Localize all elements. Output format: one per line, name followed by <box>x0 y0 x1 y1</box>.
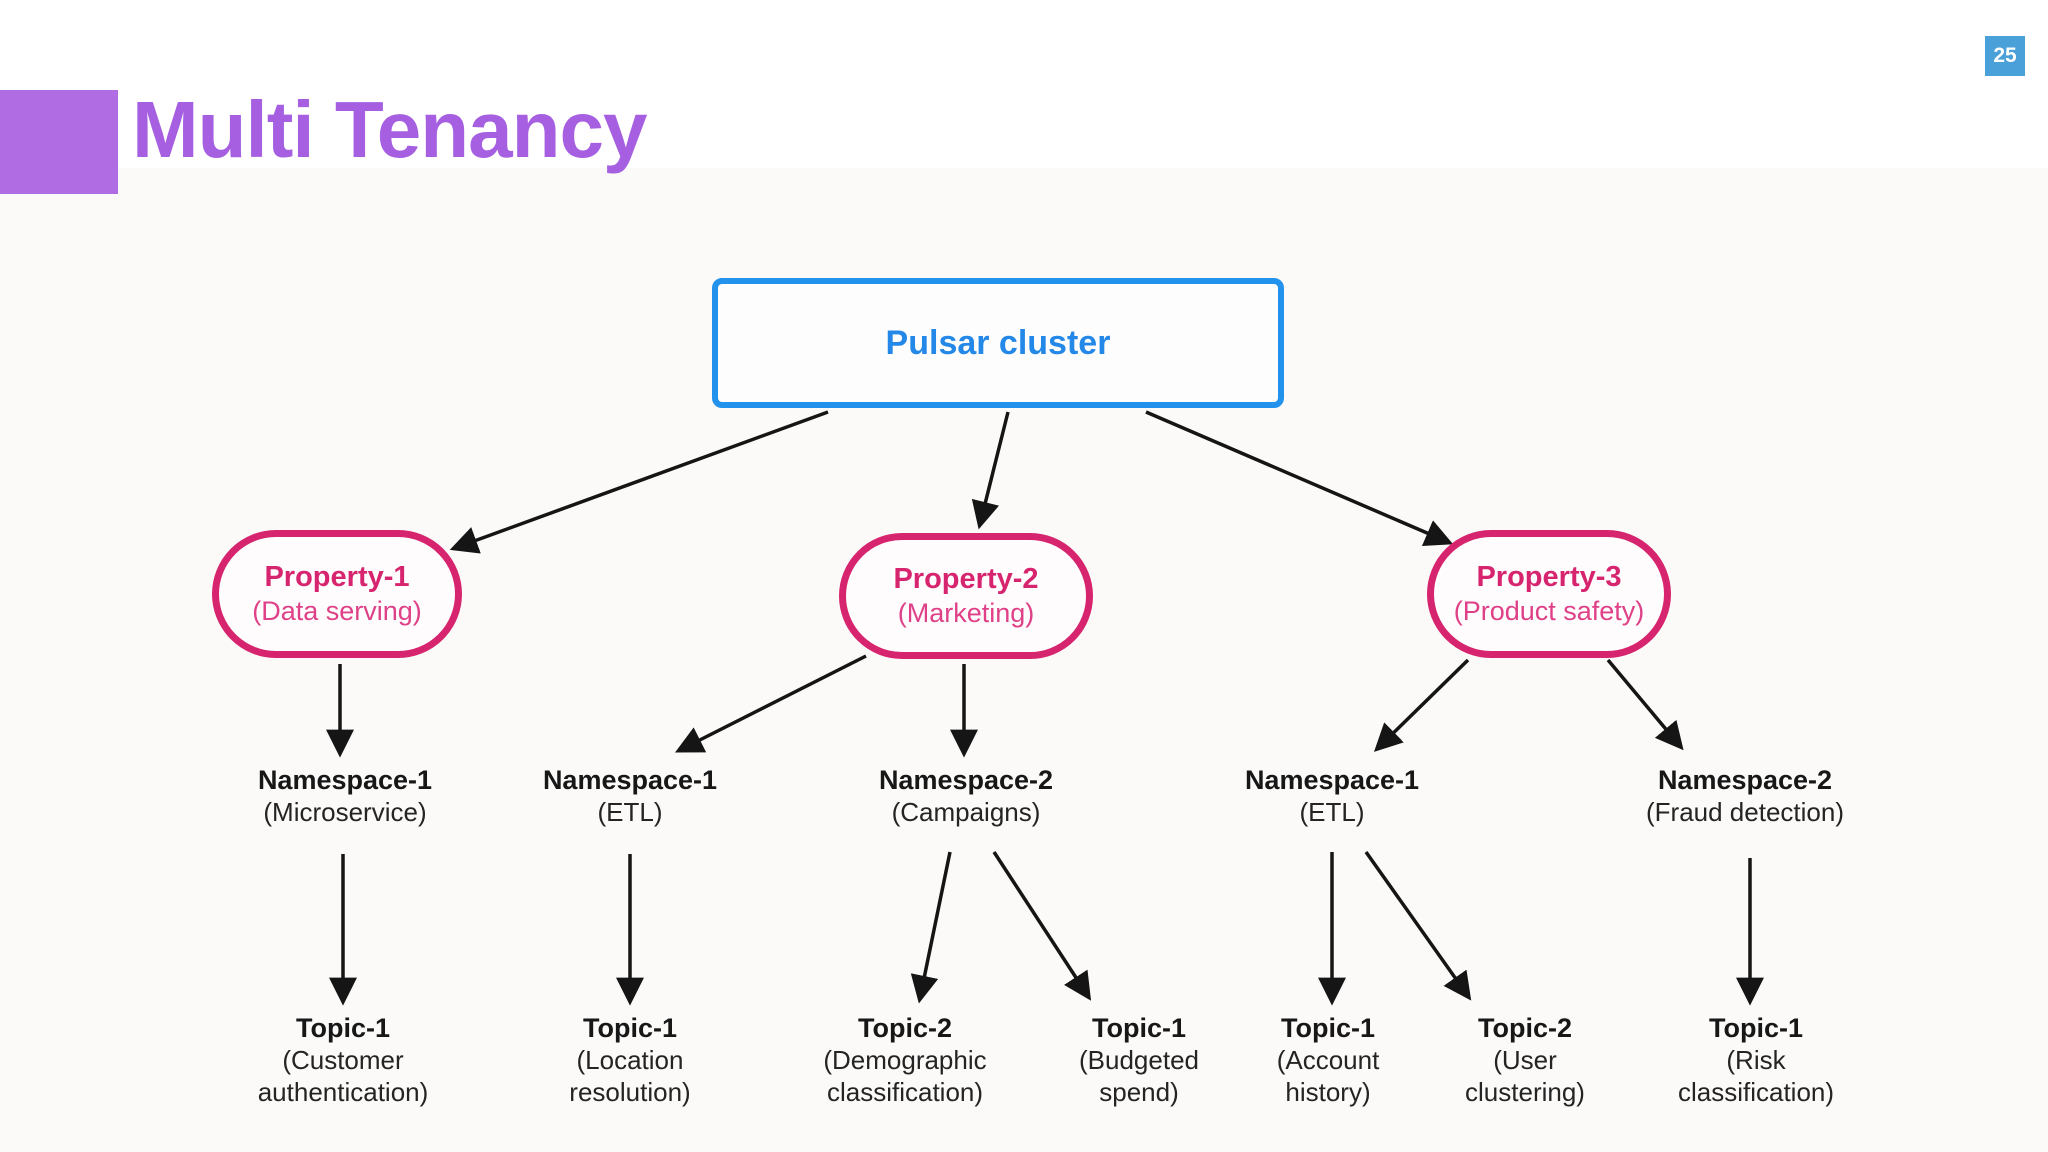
topic-budgeted-spend-node: Topic-1 (Budgeted spend) <box>1059 1012 1219 1108</box>
topic-subtitle: (Customer authentication) <box>257 1044 429 1107</box>
namespace-subtitle: (Fraud detection) <box>1646 796 1844 827</box>
topic-customer-auth-node: Topic-1 (Customer authentication) <box>238 1012 448 1108</box>
topic-title: Topic-1 <box>583 1013 677 1043</box>
namespace-title: Namespace-1 <box>257 765 433 795</box>
topic-subtitle: (Budgeted spend) <box>1079 1044 1199 1107</box>
namespace-fraud-node: Namespace-2 (Fraud detection) <box>1615 764 1875 829</box>
topic-subtitle: (Location resolution) <box>569 1044 691 1107</box>
namespace-etl-1-node: Namespace-1 (ETL) <box>510 764 750 829</box>
topic-user-clustering-node: Topic-2 (User clustering) <box>1445 1012 1605 1108</box>
topic-title: Topic-1 <box>296 1013 390 1043</box>
property-1-title: Property-1 <box>264 561 410 593</box>
topic-title: Topic-1 <box>1709 1013 1803 1043</box>
topic-risk-classification-node: Topic-1 (Risk classification) <box>1658 1012 1854 1108</box>
topic-subtitle: (Risk classification) <box>1677 1044 1835 1107</box>
pulsar-cluster-label: Pulsar cluster <box>885 323 1111 362</box>
page-number-badge: 25 <box>1985 36 2025 76</box>
topic-subtitle: (Account history) <box>1276 1044 1380 1107</box>
title-accent-bar <box>0 90 118 194</box>
property-1-subtitle: (Data serving) <box>252 596 422 627</box>
namespace-title: Namespace-1 <box>542 765 718 795</box>
namespace-campaigns-node: Namespace-2 (Campaigns) <box>846 764 1086 829</box>
topic-location-resolution-node: Topic-1 (Location resolution) <box>550 1012 710 1108</box>
topic-subtitle: (User clustering) <box>1465 1044 1585 1107</box>
topic-title: Topic-2 <box>858 1013 952 1043</box>
topic-demographic-node: Topic-2 (Demographic classification) <box>807 1012 1003 1108</box>
topic-account-history-node: Topic-1 (Account history) <box>1263 1012 1393 1108</box>
namespace-title: Namespace-2 <box>1657 765 1833 795</box>
namespace-subtitle: (ETL) <box>597 796 663 827</box>
namespace-subtitle: (Microservice) <box>263 796 427 827</box>
topic-title: Topic-2 <box>1478 1013 1572 1043</box>
namespace-subtitle: (Campaigns) <box>891 796 1041 827</box>
namespace-title: Namespace-1 <box>1244 765 1420 795</box>
property-2-subtitle: (Marketing) <box>897 598 1035 629</box>
namespace-title: Namespace-2 <box>878 765 1054 795</box>
topic-title: Topic-1 <box>1092 1013 1186 1043</box>
property-2-title: Property-2 <box>893 563 1039 595</box>
namespace-microservice-node: Namespace-1 (Microservice) <box>225 764 465 829</box>
property-3-subtitle: (Product safety) <box>1453 596 1645 627</box>
property-2-node: Property-2 (Marketing) <box>839 533 1093 659</box>
property-3-title: Property-3 <box>1476 561 1622 593</box>
pulsar-cluster-node: Pulsar cluster <box>712 278 1284 408</box>
page-title: Multi Tenancy <box>132 85 647 174</box>
topic-title: Topic-1 <box>1281 1013 1375 1043</box>
namespace-etl-2-node: Namespace-1 (ETL) <box>1212 764 1452 829</box>
property-3-node: Property-3 (Product safety) <box>1427 530 1671 658</box>
topic-subtitle: (Demographic classification) <box>823 1044 987 1107</box>
property-1-node: Property-1 (Data serving) <box>212 530 462 658</box>
namespace-subtitle: (ETL) <box>1299 796 1365 827</box>
